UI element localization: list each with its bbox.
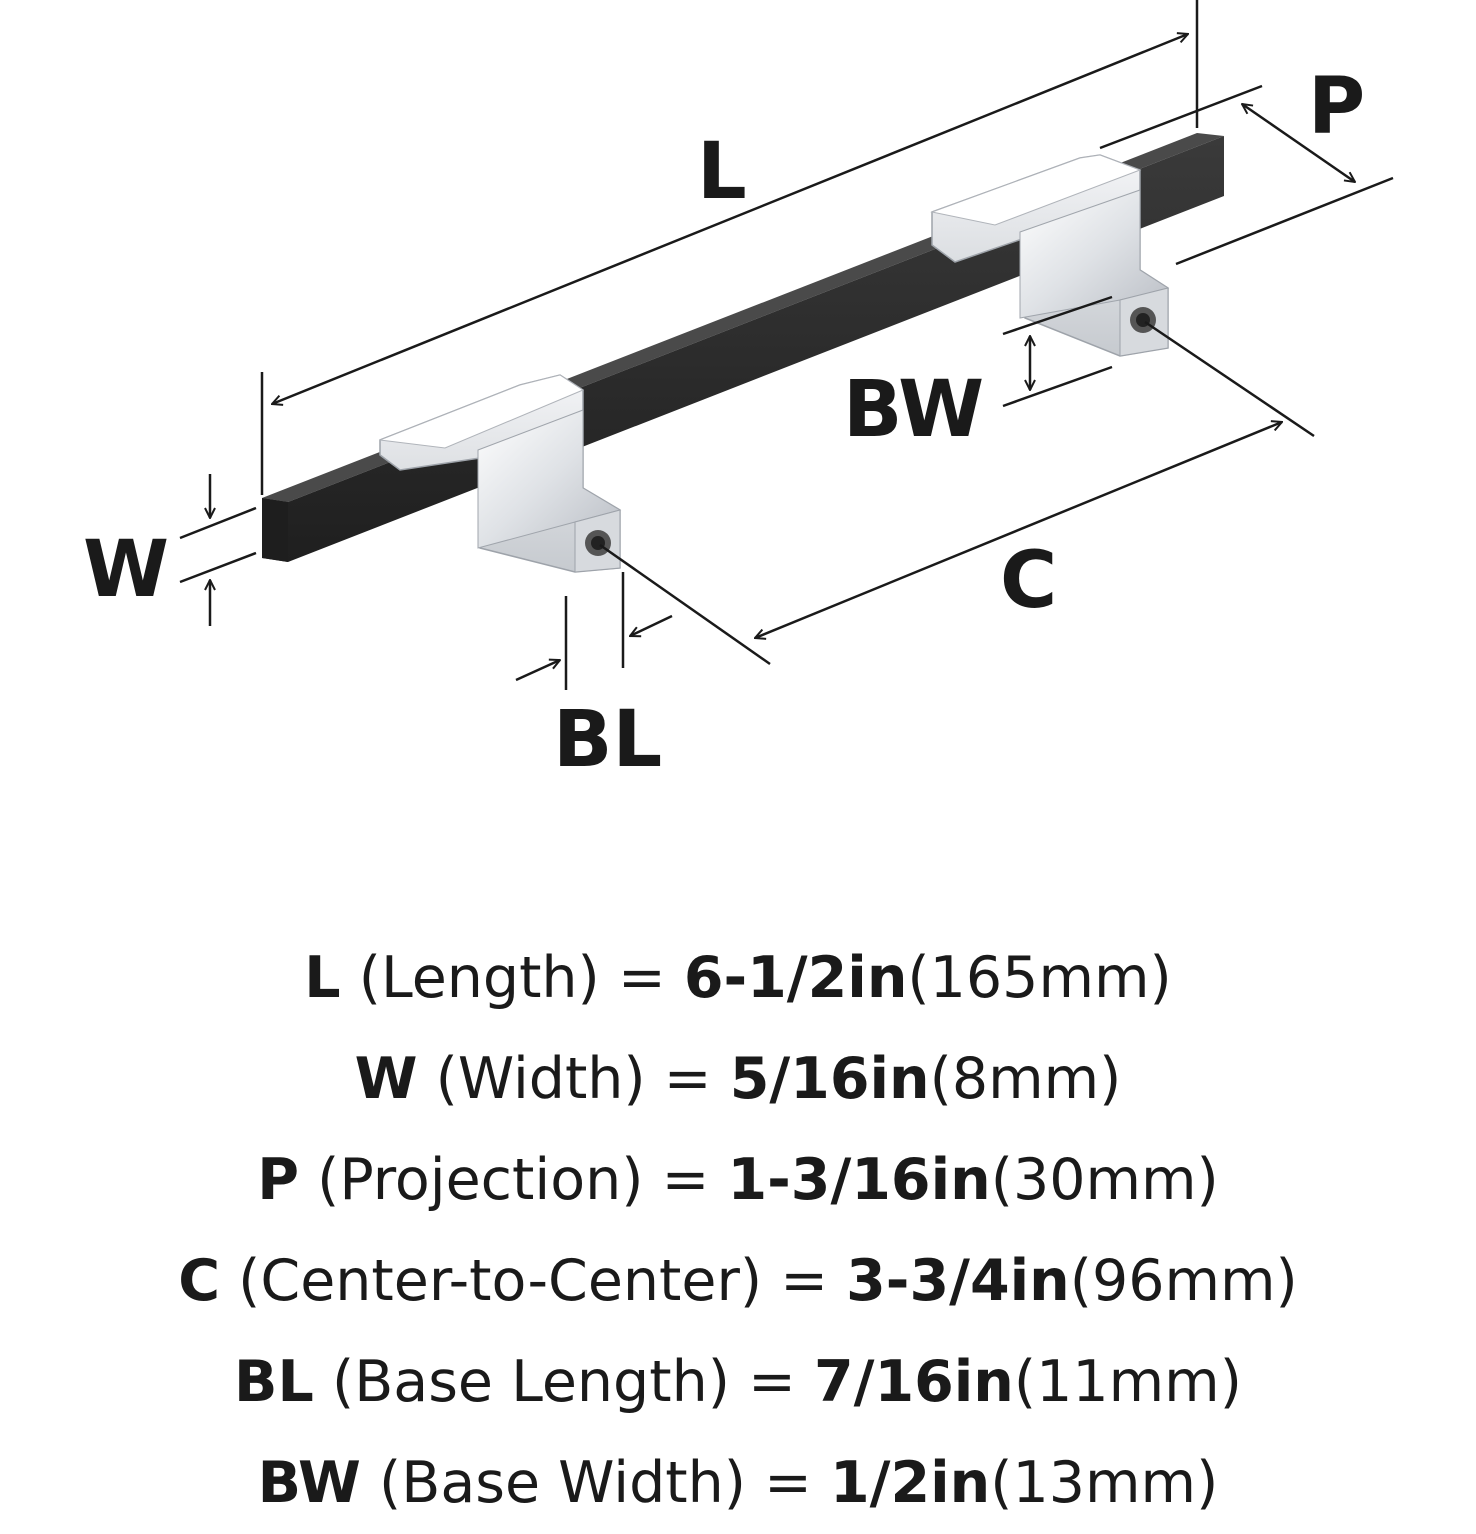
spec-metric: (11mm) xyxy=(1013,1349,1242,1415)
width-extension-top xyxy=(179,506,257,540)
spec-row-base-width: BW (Base Width) = 1/2in(13mm) xyxy=(0,1433,1476,1534)
spec-row-center-to-center: C (Center-to-Center) = 3-3/4in(96mm) xyxy=(0,1231,1476,1332)
projection-dimension-line xyxy=(1242,104,1355,182)
right-post xyxy=(930,154,1170,357)
spec-name: (Center-to-Center) xyxy=(238,1248,763,1314)
base-width-label: BW xyxy=(843,365,984,455)
spec-metric: (13mm) xyxy=(990,1450,1219,1516)
center-extension-left xyxy=(599,543,771,666)
length-dimension-line xyxy=(272,34,1188,404)
spec-row-projection: P (Projection) = 1-3/16in(30mm) xyxy=(0,1130,1476,1231)
spec-equals: = xyxy=(663,1046,712,1112)
center-dimension-line xyxy=(755,422,1282,638)
spec-imperial: 3-3/4in xyxy=(846,1248,1070,1314)
projection-label: P xyxy=(1308,62,1365,152)
spec-code: C xyxy=(178,1248,221,1314)
spec-code: W xyxy=(354,1046,418,1112)
spec-imperial: 5/16in xyxy=(729,1046,930,1112)
spec-code: BL xyxy=(234,1349,314,1415)
spec-name: (Base Length) xyxy=(331,1349,730,1415)
spec-row-width: W (Width) = 5/16in(8mm) xyxy=(0,1029,1476,1130)
spec-imperial: 1-3/16in xyxy=(727,1147,991,1213)
spec-metric: (30mm) xyxy=(990,1147,1219,1213)
projection-extension-2 xyxy=(1175,176,1394,266)
spec-equals: = xyxy=(764,1450,812,1516)
width-label: W xyxy=(83,525,169,615)
spec-metric: (8mm) xyxy=(929,1046,1122,1112)
spec-imperial: 6-1/2in xyxy=(683,945,908,1011)
center-label: C xyxy=(1000,536,1057,626)
base-length-label: BL xyxy=(553,695,662,785)
base-length-arrow-left xyxy=(515,660,560,682)
spec-metric: (165mm) xyxy=(907,945,1172,1011)
cabinet-pull-diagram: L P BW W C BL xyxy=(83,0,1394,785)
center-extension-right xyxy=(1144,320,1315,438)
projection-extension-1 xyxy=(1099,84,1263,150)
length-label: L xyxy=(697,127,747,217)
spec-name: (Width) xyxy=(435,1046,646,1112)
spec-code: L xyxy=(304,945,341,1011)
spec-imperial: 7/16in xyxy=(813,1349,1014,1415)
spec-row-length: L (Length) = 6-1/2in(165mm) xyxy=(0,928,1476,1029)
spec-equals: = xyxy=(617,945,666,1011)
spec-metric: (96mm) xyxy=(1069,1248,1298,1314)
spec-name: (Projection) xyxy=(317,1147,644,1213)
dimension-specs: L (Length) = 6-1/2in(165mm) W (Width) = … xyxy=(0,928,1476,1534)
width-extension-bottom xyxy=(179,551,257,584)
spec-equals: = xyxy=(661,1147,710,1213)
spec-name: (Base Width) xyxy=(378,1450,746,1516)
base-length-arrow-right xyxy=(630,614,673,636)
spec-imperial: 1/2in xyxy=(830,1450,991,1516)
spec-equals: = xyxy=(748,1349,796,1415)
spec-row-base-length: BL (Base Length) = 7/16in(11mm) xyxy=(0,1332,1476,1433)
spec-equals: = xyxy=(780,1248,829,1314)
spec-code: BW xyxy=(257,1450,361,1516)
base-width-extension-2 xyxy=(1002,365,1113,408)
spec-name: (Length) xyxy=(358,945,600,1011)
spec-code: P xyxy=(257,1147,299,1213)
base-width-extension-1 xyxy=(1002,295,1113,336)
